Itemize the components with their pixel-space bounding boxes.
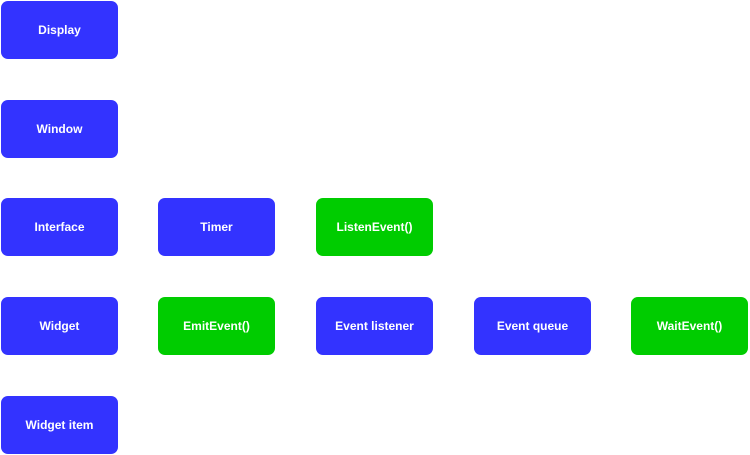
node-window: Window [1, 100, 118, 158]
node-wait-event-label: WaitEvent() [656, 319, 723, 333]
node-wait-event: WaitEvent() [631, 297, 748, 355]
node-widget-item-label: Widget item [25, 418, 94, 432]
node-timer-label: Timer [200, 220, 233, 234]
node-timer: Timer [158, 198, 275, 256]
node-interface-label: Interface [34, 220, 85, 234]
node-event-listener-label: Event listener [335, 319, 414, 333]
node-emit-event: EmitEvent() [158, 297, 275, 355]
node-widget-label: Widget [39, 319, 80, 333]
node-event-queue-label: Event queue [496, 319, 569, 333]
node-display-label: Display [38, 23, 81, 37]
node-widget-item: Widget item [1, 396, 118, 454]
node-event-queue: Event queue [474, 297, 591, 355]
node-listen-event-label: ListenEvent() [336, 220, 413, 234]
node-interface: Interface [1, 198, 118, 256]
node-emit-event-label: EmitEvent() [183, 319, 250, 333]
node-window-label: Window [36, 122, 83, 136]
node-listen-event: ListenEvent() [316, 198, 433, 256]
node-widget: Widget [1, 297, 118, 355]
node-display: Display [1, 1, 118, 59]
node-event-listener: Event listener [316, 297, 433, 355]
